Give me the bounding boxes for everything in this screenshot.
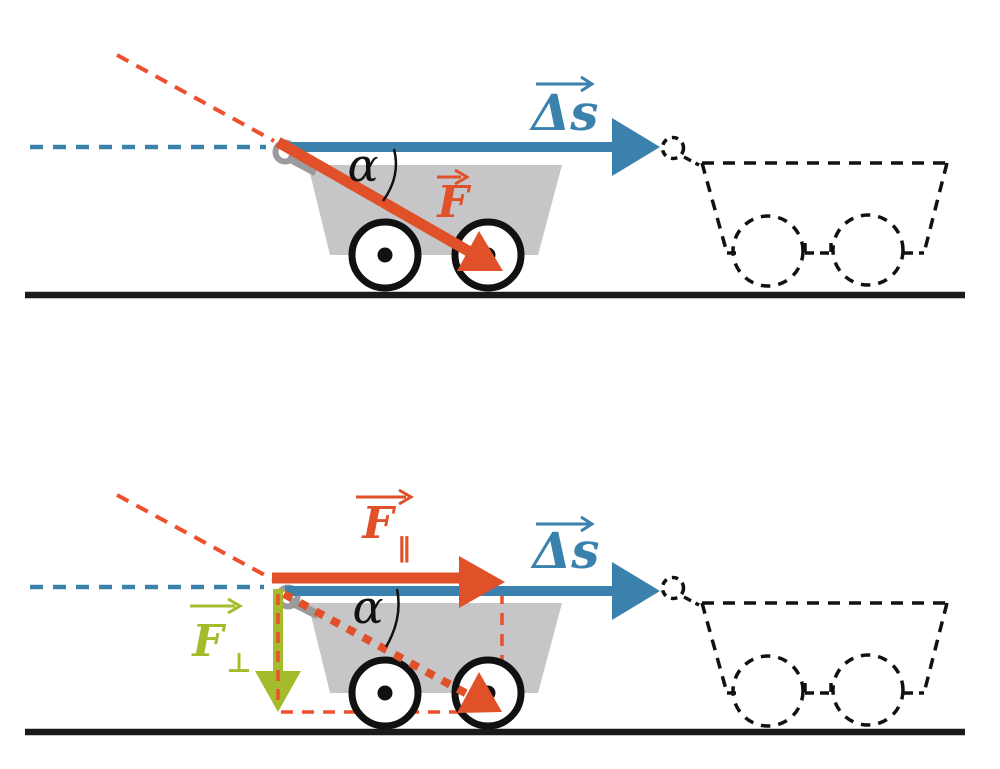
ghost-body-right xyxy=(922,602,949,694)
top-diagram: α Δs F xyxy=(25,53,965,299)
force-perpendicular-subscript: ⊥ xyxy=(227,648,252,679)
force-parallel-arrowhead xyxy=(459,556,505,608)
force-perpendicular-label-group: F ⊥ xyxy=(190,597,252,679)
wheel-hub xyxy=(377,247,393,263)
force-arrow xyxy=(275,137,503,271)
displacement-arrow xyxy=(288,118,660,176)
ghost-hitch-mount xyxy=(683,155,700,167)
displacement-label-group: Δs xyxy=(530,515,600,580)
angle-arc xyxy=(381,148,398,202)
force-parallel-label-group: F ∥ xyxy=(356,488,414,564)
bottom-diagram: α Δs F ∥ F ⊥ xyxy=(25,488,965,736)
displacement-arrowhead xyxy=(612,562,660,620)
force-perpendicular-arrow xyxy=(255,589,301,712)
ghost-body-left xyxy=(700,162,729,254)
force-arrow-shaft xyxy=(275,137,473,257)
wheel-hub xyxy=(377,685,393,701)
force-label-group: F xyxy=(435,168,471,228)
cart-body xyxy=(308,603,562,693)
angle-arc xyxy=(384,588,400,648)
ghost-wheel xyxy=(731,214,805,288)
ghost-body-bottom xyxy=(727,243,924,255)
ghost-cart xyxy=(660,575,949,728)
ghost-body-left xyxy=(700,602,729,694)
force-dotted-arrowhead xyxy=(457,672,502,713)
displacement-label: Δs xyxy=(529,83,599,142)
force-parallel-arrow xyxy=(272,556,505,608)
vector-bar-arrowhead-icon xyxy=(454,168,470,186)
force-parallel-label: F xyxy=(360,498,396,549)
vector-bar-arrowhead-icon xyxy=(398,488,414,506)
force-dotted-arrow xyxy=(282,590,502,713)
ghost-cart xyxy=(660,135,949,288)
vector-bar-arrowhead-icon xyxy=(580,515,595,533)
ghost-hitch-ring xyxy=(660,575,686,601)
ghost-wheel xyxy=(831,213,905,287)
rope-extension-dashed-line xyxy=(116,493,273,581)
force-perpendicular-label: F xyxy=(190,616,226,667)
vector-bar-arrowhead-icon xyxy=(580,75,595,93)
ghost-hitch-mount xyxy=(683,595,700,607)
rope-extension-dashed-line xyxy=(116,53,275,143)
displacement-label: Δs xyxy=(530,521,600,580)
force-arrowhead xyxy=(457,231,503,271)
ghost-body-right xyxy=(922,162,949,254)
force-label: F xyxy=(435,177,471,228)
angle-label: α xyxy=(347,138,378,192)
displacement-label-group: Δs xyxy=(529,75,599,142)
ghost-wheel xyxy=(831,653,905,727)
ghost-wheel xyxy=(731,654,805,728)
angle-label: α xyxy=(352,580,383,634)
displacement-arrow xyxy=(285,562,660,620)
ghost-hitch-ring xyxy=(660,135,686,161)
displacement-arrowhead xyxy=(612,118,660,176)
ghost-body-bottom xyxy=(727,683,924,695)
vector-bar-arrowhead-icon xyxy=(227,597,243,615)
force-parallel-subscript: ∥ xyxy=(397,533,411,564)
